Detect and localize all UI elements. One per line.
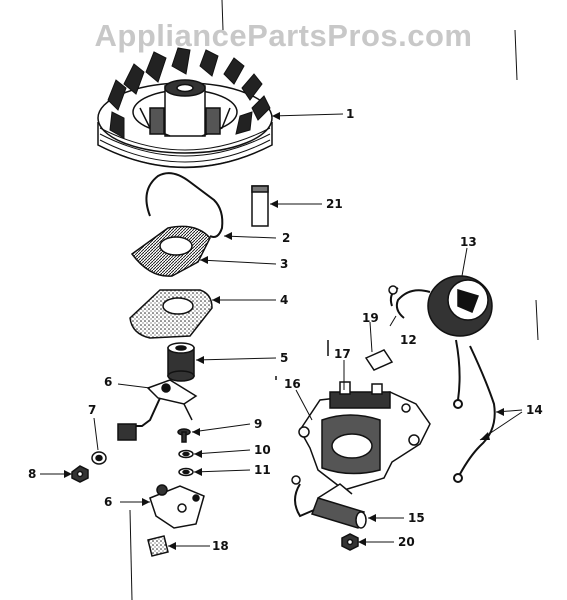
ignition-coil-drawing: [388, 275, 493, 337]
callout-2: 2: [282, 231, 291, 245]
callout-13: 13: [460, 235, 477, 249]
flat-washer-drawing: [178, 467, 194, 477]
callout-21: 21: [326, 197, 343, 211]
callout-4: 4: [280, 293, 289, 307]
contact-plate-drawing: [149, 484, 205, 529]
clip-drawing: [364, 349, 394, 371]
callout-8: 8: [28, 467, 37, 481]
condenser-drawing: [291, 475, 367, 529]
wick-drawing: [147, 535, 169, 557]
bushing-drawing: [167, 342, 195, 382]
washer-drawing: [91, 451, 107, 465]
callout-9: 9: [254, 417, 263, 431]
callout-16: 16: [284, 377, 301, 391]
callout-6b: 6: [104, 495, 113, 509]
ground-wires-drawing: [453, 339, 496, 483]
callout-17: 17: [334, 347, 351, 361]
callout-19: 19: [362, 311, 379, 325]
flywheel-drawing: [97, 47, 273, 169]
key-drawing: [251, 185, 269, 227]
callout-1: 1: [346, 107, 355, 121]
nut-drawing: [71, 465, 89, 483]
spring-clip-drawing: [145, 172, 224, 238]
felt-pad-drawing: [129, 289, 213, 339]
callout-18: 18: [212, 539, 229, 553]
callout-20: 20: [398, 535, 415, 549]
callout-3: 3: [280, 257, 289, 271]
breaker-arm-drawing: [117, 379, 198, 441]
callout-14: 14: [526, 403, 543, 417]
frame-lines: [129, 0, 539, 600]
callout-7: 7: [88, 403, 97, 417]
watermark: AppliancePartsPros.com: [94, 18, 473, 53]
leader-lines: [40, 113, 523, 547]
callout-5: 5: [280, 351, 289, 365]
callout-6a: 6: [104, 375, 113, 389]
stator-plate-drawing: [298, 381, 431, 491]
callout-12: 12: [400, 333, 417, 347]
screw-drawing: [177, 428, 191, 443]
callout-15: 15: [408, 511, 425, 525]
callout-10: 10: [254, 443, 271, 457]
nut-small-drawing: [341, 533, 359, 551]
callout-11: 11: [254, 463, 271, 477]
gasket-plate-drawing: [130, 225, 211, 277]
lock-washer-drawing: [178, 449, 194, 459]
leader-arrowheads: [64, 112, 504, 550]
cam-wiper-drawing: [275, 340, 329, 380]
